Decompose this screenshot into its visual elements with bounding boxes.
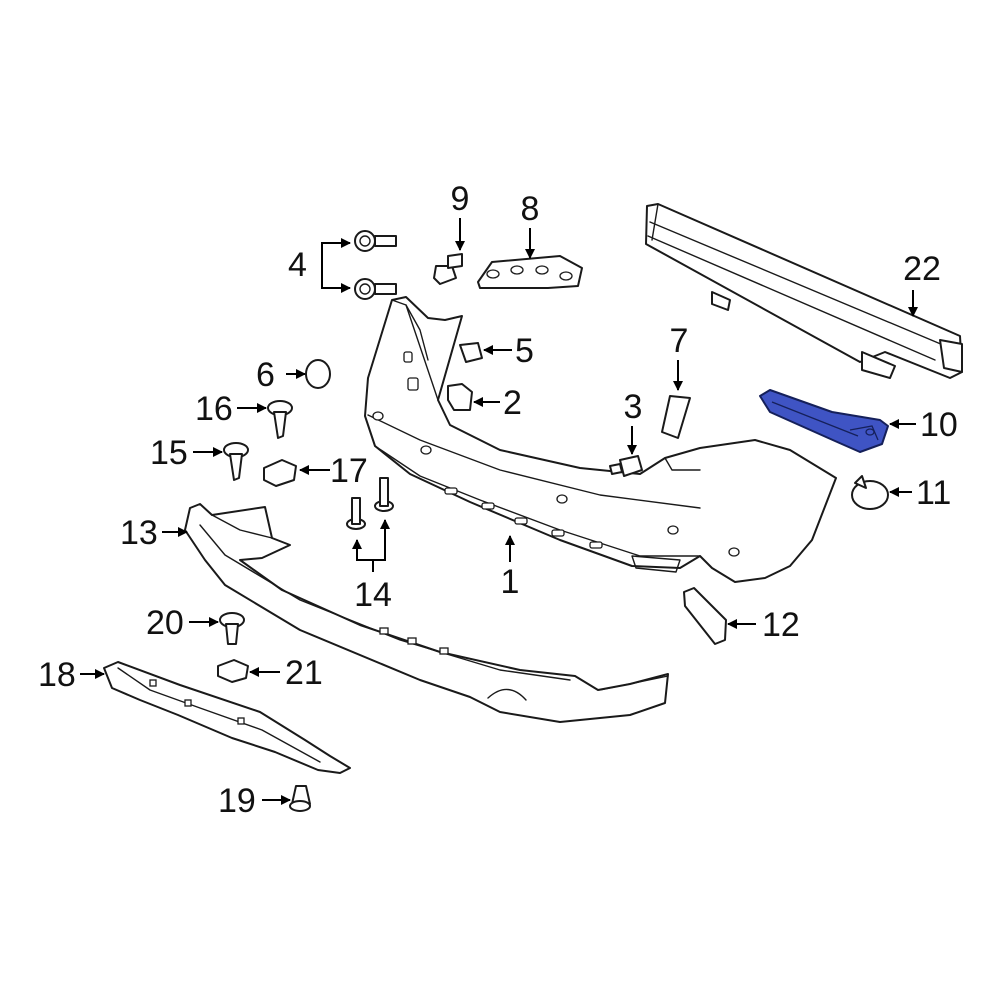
- side-marker: [683, 587, 727, 645]
- callout-13: 13: [120, 514, 158, 552]
- callout-20: 20: [146, 604, 184, 642]
- bolt: [354, 278, 397, 300]
- callout-14: 14: [354, 576, 392, 614]
- callout-10: 10: [920, 406, 958, 444]
- callout-5: 5: [515, 332, 534, 370]
- callout-6: 6: [256, 356, 275, 394]
- callout-3: 3: [624, 388, 643, 426]
- callout-18: 18: [38, 656, 76, 694]
- callout-2: 2: [503, 384, 522, 422]
- tow-hook-cap: [305, 359, 331, 389]
- bolt: [354, 230, 397, 252]
- callout-9: 9: [451, 180, 470, 218]
- bolt: [609, 455, 643, 477]
- callout-labels: 1 2 3 4 5 6 7 8 9 10 11 12 13 14 15 16 1…: [38, 180, 958, 820]
- bumper-cover: [364, 296, 837, 583]
- callout-7: 7: [670, 322, 689, 360]
- push-clip: [289, 785, 311, 812]
- callout-4: 4: [288, 246, 307, 284]
- reflector: [661, 395, 691, 439]
- screw: [219, 612, 245, 645]
- clip-nut: [217, 659, 249, 683]
- bolt: [433, 253, 463, 285]
- screw: [346, 497, 366, 530]
- push-clip: [851, 475, 889, 510]
- screw: [374, 477, 394, 512]
- callout-19: 19: [218, 782, 256, 820]
- clip-nut: [263, 459, 297, 487]
- bracket-plate: [477, 255, 583, 289]
- fasteners: [217, 230, 643, 812]
- callout-12: 12: [762, 606, 800, 644]
- callout-22: 22: [903, 250, 941, 288]
- diffuser-panel: [103, 661, 351, 774]
- leader-lines: [80, 218, 918, 805]
- callout-21: 21: [285, 654, 323, 692]
- clip: [459, 342, 483, 363]
- callout-11: 11: [916, 474, 951, 512]
- screw: [267, 400, 293, 439]
- callout-16: 16: [195, 390, 233, 428]
- reinforcement-beam: [645, 203, 963, 379]
- bumper-side-bracket: [759, 389, 889, 453]
- callout-1: 1: [501, 563, 520, 601]
- callout-8: 8: [521, 190, 540, 228]
- clip: [447, 383, 473, 411]
- screw: [223, 442, 249, 481]
- callout-15: 15: [150, 434, 188, 472]
- lower-bumper-panel: [184, 503, 669, 723]
- callout-17: 17: [330, 452, 368, 490]
